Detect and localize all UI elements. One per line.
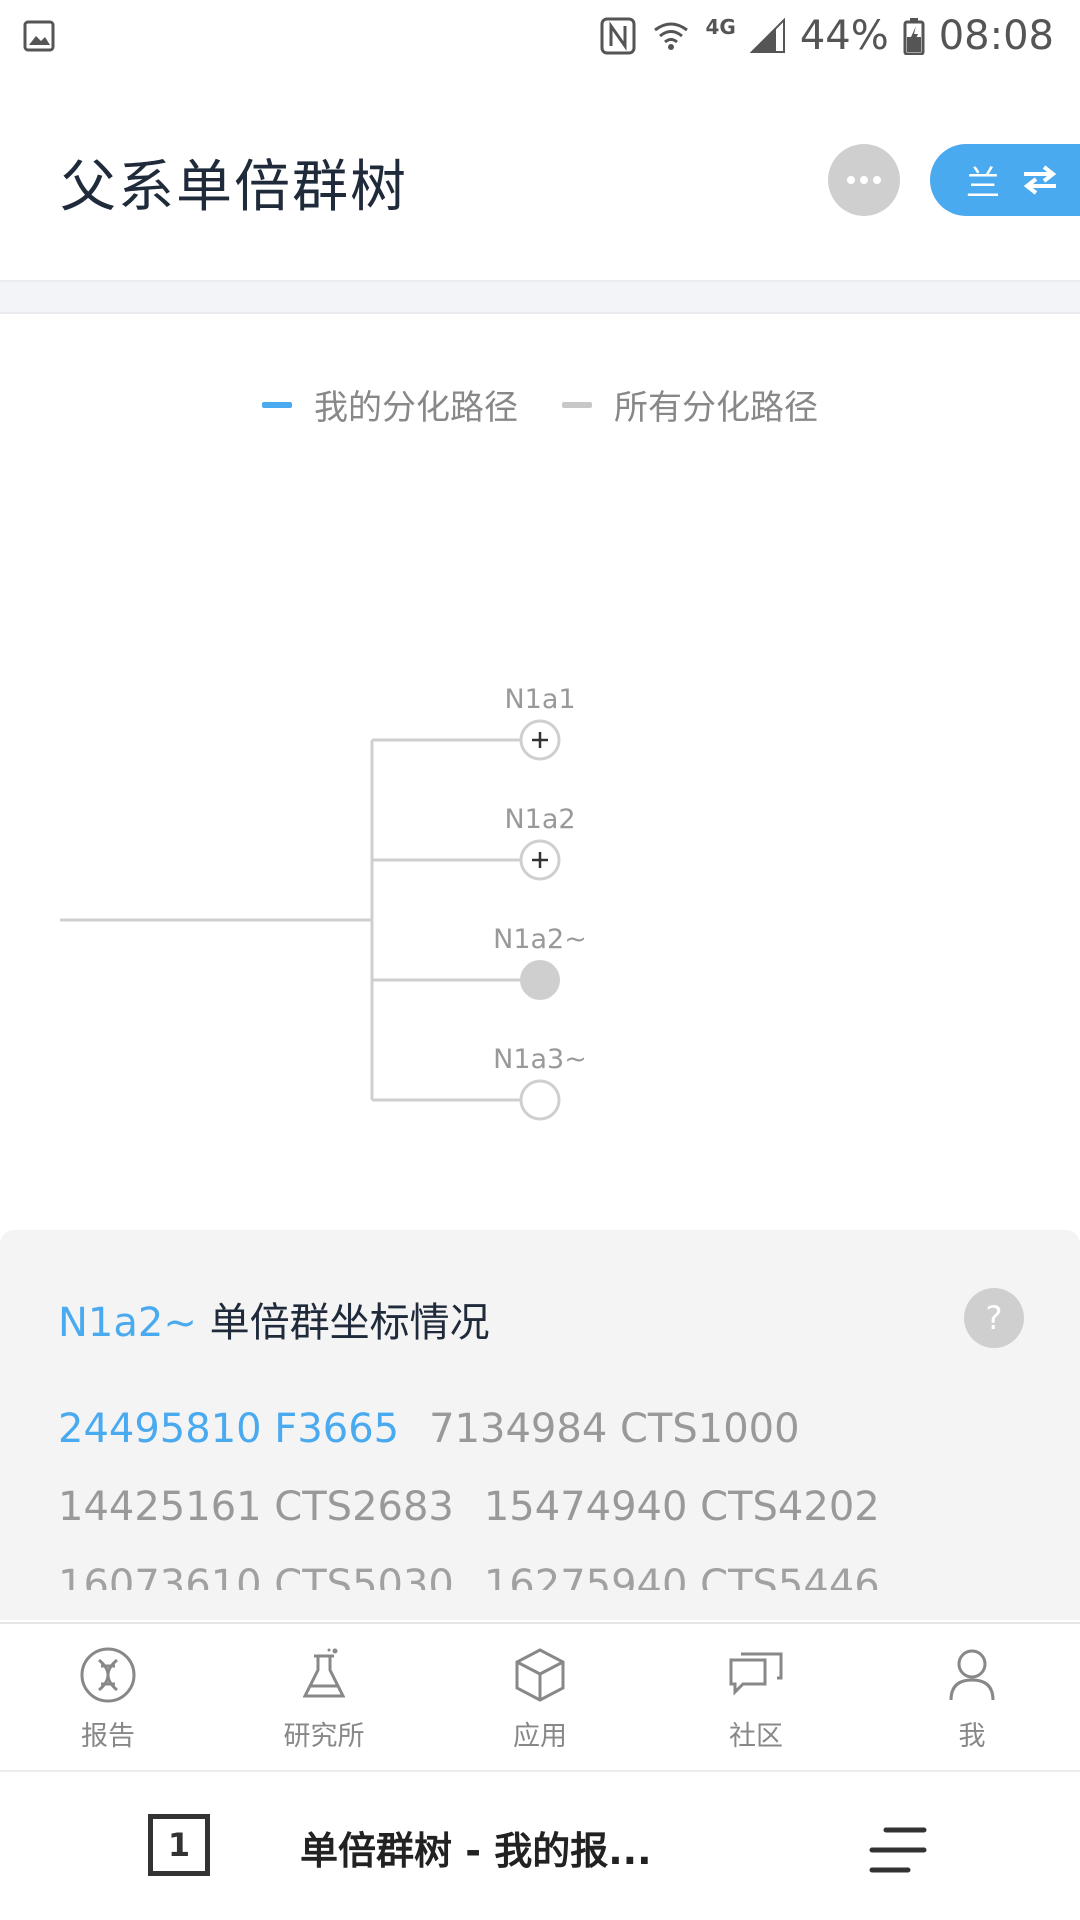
marker-item[interactable]: 7134984 CTS1000	[429, 1406, 800, 1452]
marker-item[interactable]: 24495810 F3665	[58, 1406, 400, 1452]
nav-item-report[interactable]: 报告	[0, 1624, 216, 1770]
marker-item[interactable]: 16275940 CTS5446	[483, 1562, 880, 1590]
legend-all-paths-label: 所有分化路径	[614, 388, 818, 428]
chat-icon	[729, 1652, 783, 1696]
clock: 08:08	[938, 13, 1054, 59]
battery-icon	[903, 17, 925, 55]
marker-row: 14425161 CTS2683 15474940 CTS4202	[58, 1468, 1018, 1546]
nav-item-me[interactable]: 我	[864, 1624, 1080, 1770]
node-label-n1a1: N1a1	[504, 684, 576, 715]
tree-node-n1a2-tilde[interactable]	[520, 960, 560, 1000]
nav-item-apps[interactable]: 应用	[432, 1624, 648, 1770]
haplogroup-tree[interactable]: N1a1 N1a2 N1a2~ N1a3~	[0, 660, 1080, 1140]
cube-icon	[515, 1648, 565, 1702]
info-title-text: 单倍群坐标情况	[209, 1300, 490, 1346]
switch-label: 兰	[966, 163, 1000, 204]
switch-view-button[interactable]: 兰	[930, 144, 1080, 216]
help-button[interactable]: ?	[964, 1288, 1024, 1348]
marker-row: 24495810 F3665 7134984 CTS1000	[58, 1390, 1018, 1468]
marker-row: 16073610 CTS5030 16275940 CTS5446	[58, 1546, 1018, 1590]
person-icon	[949, 1649, 995, 1701]
browser-toolbar: 1 单倍群树 - 我的报...	[0, 1770, 1080, 1920]
info-title: N1a2~ 单倍群坐标情况	[58, 1290, 490, 1348]
node-label-n1a3-tilde: N1a3~	[493, 1044, 587, 1075]
menu-icon[interactable]	[868, 1822, 928, 1878]
status-bar: 4G 44% 08:08	[0, 0, 1080, 72]
nav-label-apps: 应用	[513, 1721, 567, 1752]
signal-icon	[749, 18, 786, 54]
legend-swatch-blue	[262, 401, 292, 408]
page-title: 父系单倍群树	[60, 155, 408, 220]
node-label-n1a2-tilde: N1a2~	[493, 924, 587, 955]
tree-node-n1a3-tilde[interactable]	[519, 1079, 561, 1121]
legend-my-path-label: 我的分化路径	[314, 388, 518, 428]
nfc-icon	[599, 16, 637, 56]
info-title-haplogroup: N1a2~	[58, 1300, 197, 1346]
marker-list: 24495810 F3665 7134984 CTS1000 14425161 …	[58, 1390, 1018, 1590]
battery-percent: 44%	[799, 13, 889, 59]
legend-all-paths: 所有分化路径	[562, 380, 818, 429]
tree-lines	[60, 719, 561, 1121]
legend-swatch-gray	[562, 401, 592, 408]
page-header: 父系单倍群树 兰	[0, 72, 1080, 282]
marker-item[interactable]: 15474940 CTS4202	[483, 1484, 880, 1530]
haplogroup-info-panel: N1a2~ 单倍群坐标情况 ? 24495810 F3665 7134984 C…	[0, 1230, 1080, 1620]
more-dots-icon	[847, 176, 881, 184]
nav-label-institute: 研究所	[283, 1721, 365, 1752]
bottom-nav: 报告 研究所 应用 社区 我	[0, 1622, 1080, 1770]
image-icon	[22, 19, 56, 53]
nav-item-community[interactable]: 社区	[648, 1624, 864, 1770]
browser-page-title[interactable]: 单倍群树 - 我的报...	[300, 1829, 652, 1873]
tree-node-n1a1[interactable]	[519, 719, 561, 761]
wifi-icon	[651, 16, 691, 56]
node-label-n1a2: N1a2	[504, 804, 576, 835]
nav-item-institute[interactable]: 研究所	[216, 1624, 432, 1770]
chart-legend: 我的分化路径 所有分化路径	[0, 380, 1080, 429]
tab-count-button[interactable]: 1	[148, 1814, 210, 1876]
flask-icon	[302, 1648, 346, 1698]
nav-label-community: 社区	[729, 1721, 783, 1752]
more-button[interactable]	[828, 144, 900, 216]
marker-item[interactable]: 14425161 CTS2683	[58, 1484, 454, 1530]
tree-node-n1a2[interactable]	[519, 839, 561, 881]
marker-item[interactable]: 16073610 CTS5030	[58, 1562, 454, 1590]
nav-label-me: 我	[958, 1721, 986, 1752]
dna-icon	[80, 1647, 136, 1703]
nav-label-report: 报告	[81, 1721, 135, 1752]
legend-my-path: 我的分化路径	[262, 380, 518, 429]
network-type: 4G	[705, 15, 736, 39]
header-divider	[0, 280, 1080, 314]
swap-arrows-icon	[1023, 165, 1057, 195]
